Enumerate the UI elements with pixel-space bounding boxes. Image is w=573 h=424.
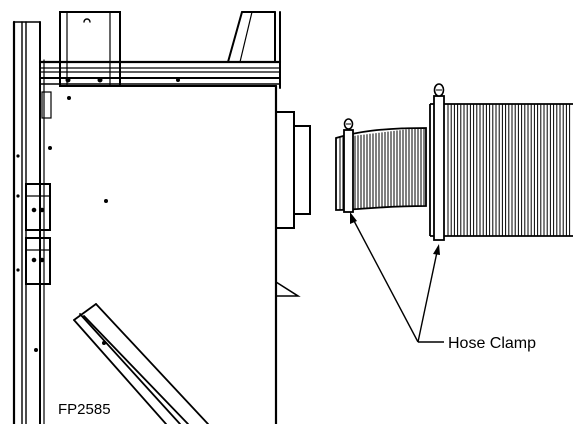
top-rail <box>38 11 282 89</box>
figure-code: FP2585 <box>58 401 111 418</box>
unit-cabinet <box>12 11 311 424</box>
door-hinge-lower <box>25 237 51 285</box>
top-mount-block <box>59 11 121 87</box>
hose-clamp-large <box>433 83 445 241</box>
top-right-bracket <box>227 11 276 63</box>
hose-ribs-large <box>447 104 571 236</box>
callout-label: Hose Clamp <box>448 335 536 352</box>
diagonal-rail <box>73 303 209 424</box>
door-hinge-upper <box>25 183 51 231</box>
duct-collar <box>275 111 311 297</box>
hose-clamp-callout <box>350 212 444 343</box>
flexible-hose <box>335 83 573 241</box>
left-rail <box>12 20 52 424</box>
screw-dots <box>16 78 180 352</box>
hose-clamp-small <box>343 118 354 213</box>
cabinet-body <box>59 84 278 424</box>
hose-large-outline <box>429 103 573 237</box>
